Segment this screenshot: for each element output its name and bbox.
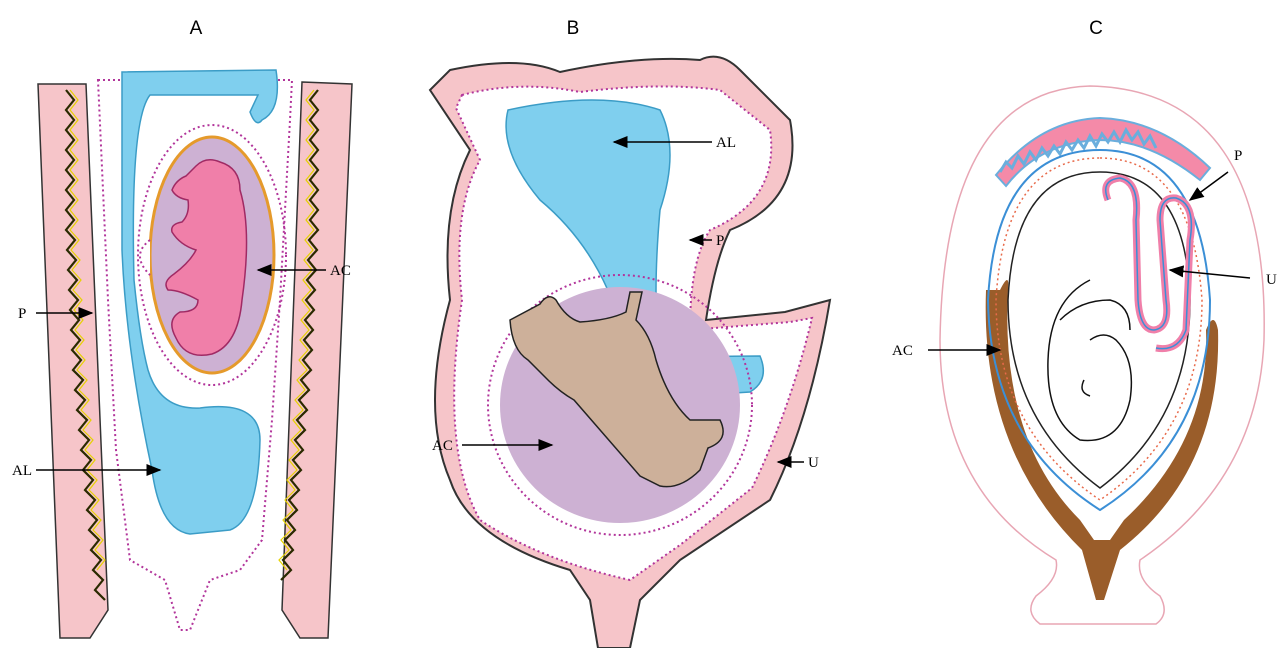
panel-a: A AC P AL <box>12 18 352 638</box>
label-b-al: AL <box>716 135 736 151</box>
label-a-ac: AC <box>330 263 351 279</box>
panel-b-title: B <box>567 18 580 39</box>
panel-b: B AL P AC U <box>430 18 830 648</box>
label-b-u: U <box>808 455 819 471</box>
label-c-u: U <box>1266 272 1277 288</box>
panel-c-title: C <box>1089 18 1103 39</box>
label-b-ac: AC <box>432 438 453 454</box>
panel-c: C P U AC <box>892 18 1277 624</box>
label-a-p: P <box>18 306 26 322</box>
label-b-p: P <box>716 233 724 249</box>
label-a-al: AL <box>12 463 32 479</box>
panel-a-title: A <box>190 18 203 39</box>
label-c-p: P <box>1234 148 1242 164</box>
label-c-ac: AC <box>892 343 913 359</box>
